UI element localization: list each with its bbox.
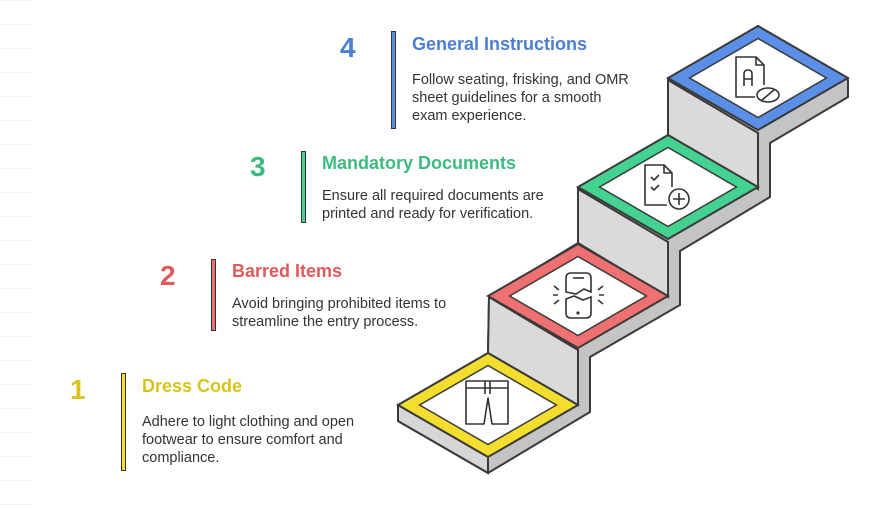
step-2-top-inner [508, 255, 648, 337]
step-description: Follow seating, frisking, and OMR sheet … [412, 71, 629, 125]
description-line: sheet guidelines for a smooth [412, 90, 602, 106]
step-description: Avoid bringing prohibited items to strea… [232, 295, 446, 331]
description-line: Follow seating, frisking, and OMR [412, 72, 629, 88]
description-line: Adhere to light clothing and open [142, 414, 355, 430]
description-line: streamline the entry process. [232, 314, 419, 330]
step-number: 1 [70, 374, 86, 405]
accent-bar [301, 151, 306, 223]
step-4-riser [667, 78, 759, 191]
document-checklist-icon [644, 164, 690, 210]
description-line: Avoid bringing prohibited items to [232, 296, 447, 312]
step-description: Ensure all required documents are printe… [322, 187, 544, 223]
background-guides [0, 0, 32, 508]
description-line: Ensure all required documents are [322, 188, 544, 204]
step-description: Adhere to light clothing and open footwe… [142, 413, 354, 467]
accent-bar [391, 31, 396, 129]
step-4-top-inner [688, 37, 828, 119]
shorts-icon [465, 380, 509, 425]
description-line: printed and ready for verification. [322, 206, 534, 222]
step-3-top-inner [598, 146, 738, 228]
step-title: Dress Code [142, 376, 243, 396]
description-line: exam experience. [412, 108, 527, 124]
step-number: 2 [160, 260, 176, 291]
broken-phone-icon [553, 272, 604, 319]
accent-bar [121, 373, 126, 471]
step-number: 4 [340, 32, 356, 63]
step-title: Mandatory Documents [322, 153, 517, 173]
step-number: 3 [250, 151, 266, 182]
document-pill-icon [735, 56, 780, 103]
step-title: Barred Items [232, 261, 343, 281]
step-1-top-inner [418, 364, 558, 446]
accent-bar [211, 259, 216, 331]
description-line: footwear to ensure comfort and [142, 432, 343, 448]
description-line: compliance. [142, 450, 220, 466]
step-title: General Instructions [412, 34, 588, 54]
